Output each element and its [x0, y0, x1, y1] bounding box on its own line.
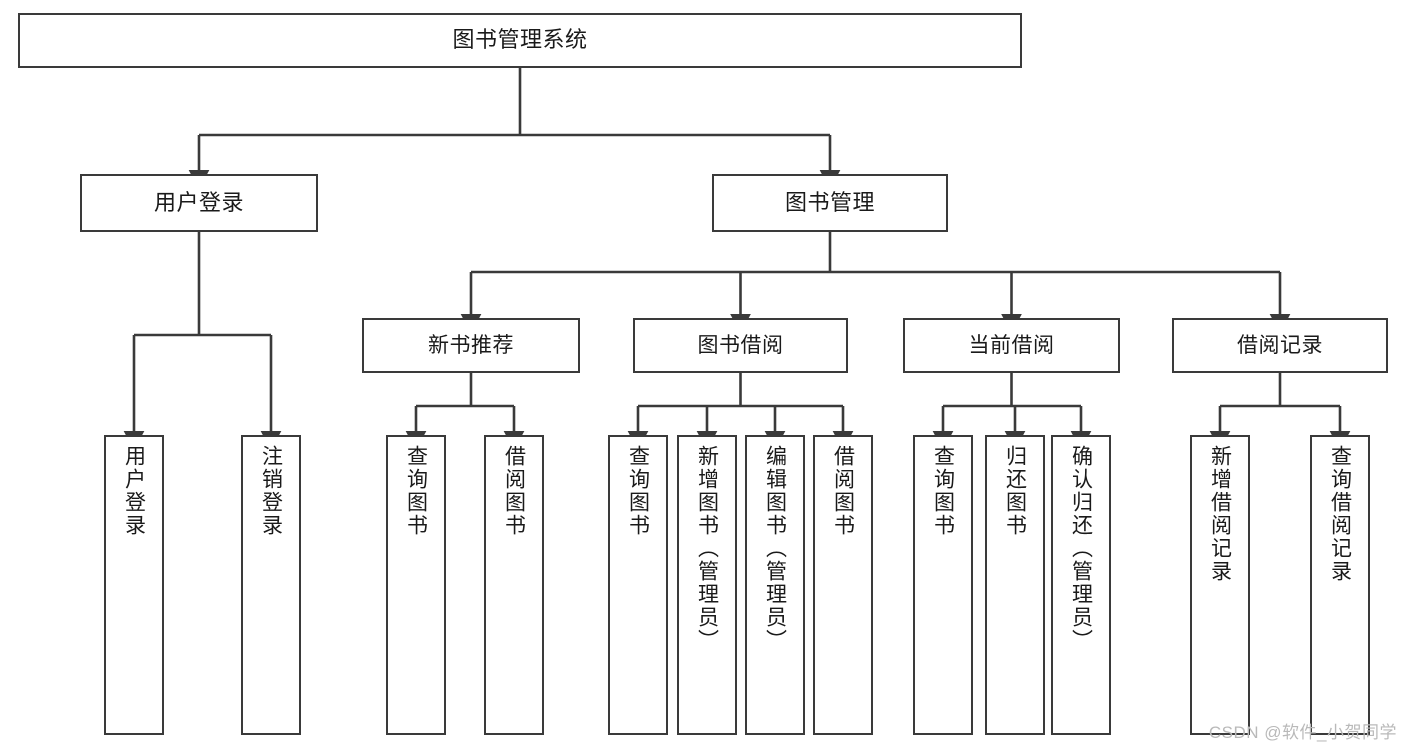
node-bookmgmt[interactable]: 图书管理 [712, 174, 948, 232]
node-root[interactable]: 图书管理系统 [18, 13, 1022, 68]
node-label: 图书借阅 [697, 333, 784, 357]
node-label: 图书管理 [784, 189, 875, 215]
node-label: 当前借阅 [968, 333, 1055, 357]
node-label: 借阅记录 [1237, 333, 1323, 357]
node-leaf-rec-1[interactable]: 新增借阅记录 [1190, 435, 1250, 735]
node-leaf-bor-1[interactable]: 查询图书 [608, 435, 668, 735]
node-leaf-bor-2[interactable]: 新增图书（管理员） [677, 435, 737, 735]
watermark-text: CSDN @软件_小贺同学 [1208, 723, 1397, 742]
node-leaf-bor-3[interactable]: 编辑图书（管理员） [745, 435, 805, 735]
node-leaf-rec-2[interactable]: 查询借阅记录 [1310, 435, 1370, 735]
node-leaf-login-2[interactable]: 注销登录 [241, 435, 301, 735]
node-label: 用户登录 [153, 189, 244, 215]
node-label: 编辑图书（管理员） [763, 445, 787, 652]
node-leaf-cur-2[interactable]: 归还图书 [985, 435, 1045, 735]
node-leaf-login-1[interactable]: 用户登录 [104, 435, 164, 735]
node-leaf-bor-4[interactable]: 借阅图书 [813, 435, 873, 735]
node-newbook[interactable]: 新书推荐 [362, 318, 580, 373]
node-login[interactable]: 用户登录 [80, 174, 318, 232]
node-leaf-new-2[interactable]: 借阅图书 [484, 435, 544, 735]
node-label: 新增借阅记录 [1208, 445, 1232, 583]
node-current[interactable]: 当前借阅 [903, 318, 1120, 373]
node-label: 用户登录 [122, 445, 146, 537]
edge-path-group [123, 68, 1351, 451]
node-label: 查询图书 [626, 445, 650, 537]
node-label: 新增图书（管理员） [695, 445, 719, 652]
node-label: 确认归还（管理员） [1069, 445, 1093, 652]
node-label: 查询图书 [404, 445, 428, 537]
node-borrow[interactable]: 图书借阅 [633, 318, 848, 373]
node-label: 归还图书 [1003, 445, 1027, 537]
node-label: 借阅图书 [502, 445, 526, 537]
node-leaf-new-1[interactable]: 查询图书 [386, 435, 446, 735]
node-label: 查询图书 [931, 445, 955, 537]
node-records[interactable]: 借阅记录 [1172, 318, 1388, 373]
node-label: 图书管理系统 [452, 27, 588, 53]
node-leaf-cur-3[interactable]: 确认归还（管理员） [1051, 435, 1111, 735]
node-label: 查询借阅记录 [1328, 445, 1352, 583]
node-label: 新书推荐 [428, 333, 514, 357]
node-label: 借阅图书 [831, 445, 855, 537]
node-label: 注销登录 [259, 445, 283, 537]
node-leaf-cur-1[interactable]: 查询图书 [913, 435, 973, 735]
